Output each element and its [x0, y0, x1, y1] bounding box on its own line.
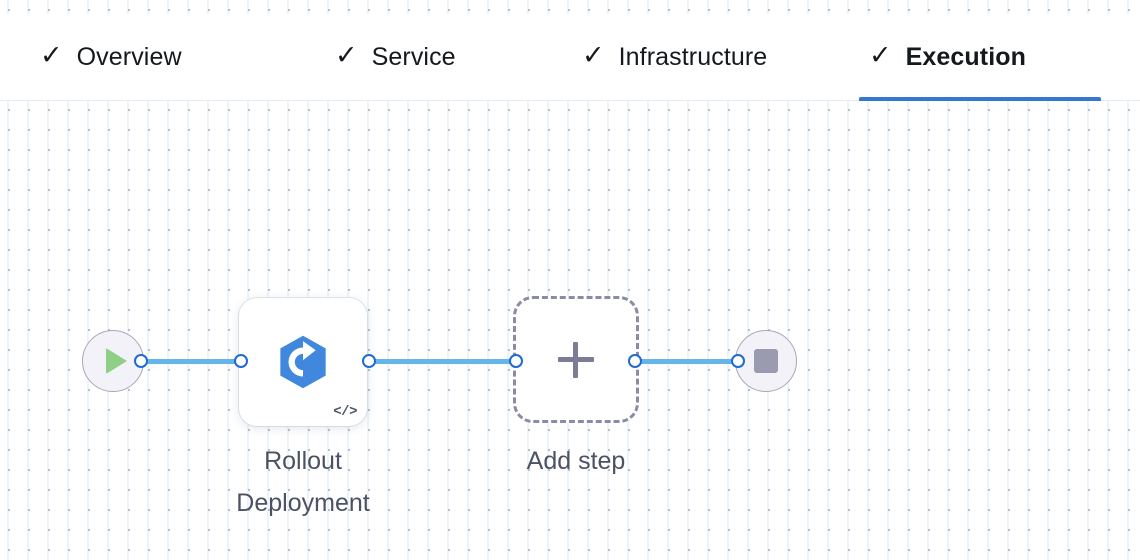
check-icon: ✓ [335, 40, 358, 70]
tab-label: Service [371, 42, 456, 71]
code-badge-icon: </> [333, 404, 357, 420]
port-addstep-input[interactable] [509, 354, 523, 368]
stop-icon [754, 349, 778, 373]
port-rollout-input[interactable] [234, 354, 248, 368]
step-node-rollout-deployment[interactable]: </> [239, 298, 367, 426]
tab-infrastructure[interactable]: ✓ Infrastructure [572, 14, 820, 100]
port-addstep-output[interactable] [628, 354, 642, 368]
edge-rollout-to-addstep[interactable] [366, 359, 519, 364]
check-icon: ✓ [869, 40, 892, 70]
add-step-node[interactable] [513, 296, 639, 423]
port-start-output[interactable] [134, 354, 148, 368]
port-end-input[interactable] [731, 354, 745, 368]
tab-label: Overview [76, 42, 182, 71]
edge-addstep-to-end[interactable] [634, 359, 742, 364]
pipeline-stage-tabbar: ✓ Overview ✓ Service ✓ Infrastructure ✓ … [0, 14, 1140, 101]
port-rollout-output[interactable] [362, 354, 376, 368]
add-step-label: Add step [526, 447, 626, 475]
step-label-rollout-deployment: Rollout Deployment [236, 447, 370, 517]
rollout-deployment-icon [280, 335, 326, 389]
start-node[interactable] [82, 330, 144, 392]
edge-start-to-rollout[interactable] [139, 359, 244, 364]
check-icon: ✓ [582, 40, 605, 70]
end-node[interactable] [735, 330, 797, 392]
tab-service[interactable]: ✓ Service [325, 14, 495, 100]
tab-active-underline [859, 97, 1101, 101]
plus-icon [558, 341, 594, 378]
tab-label: Execution [905, 42, 1026, 71]
tab-label: Infrastructure [618, 42, 768, 71]
tab-execution[interactable]: ✓ Execution [859, 14, 1101, 101]
play-icon [106, 348, 127, 374]
tab-overview[interactable]: ✓ Overview [30, 14, 245, 100]
check-icon: ✓ [40, 40, 63, 70]
